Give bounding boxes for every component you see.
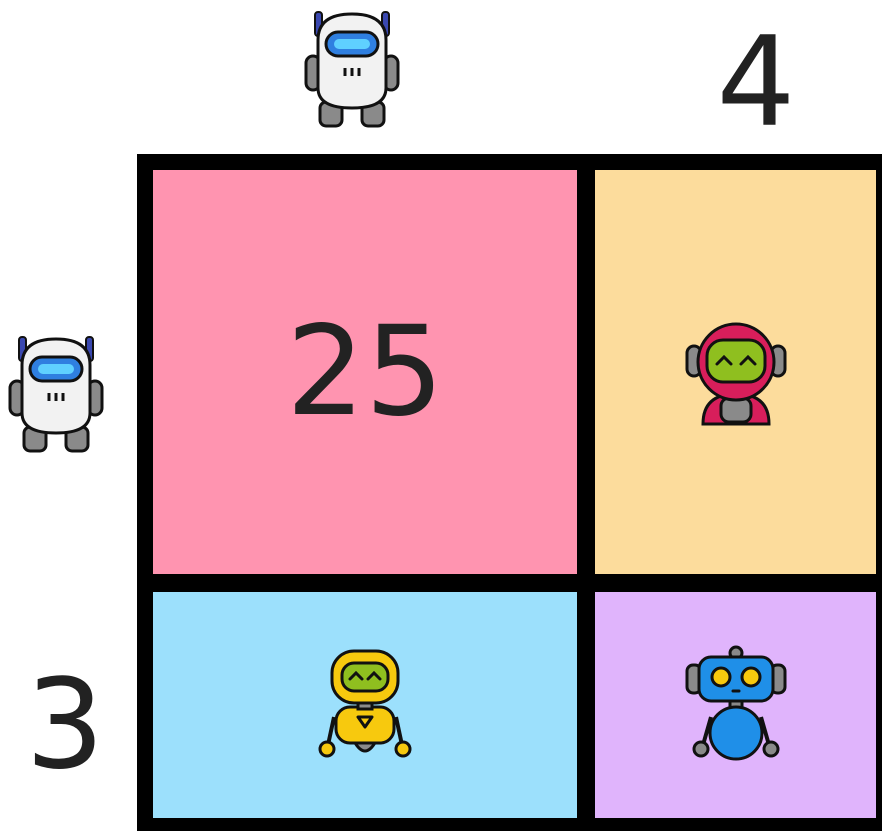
area-model-grid: 25 bbox=[137, 154, 882, 831]
row-count-label: 3 bbox=[10, 660, 120, 790]
column-count-label: 4 bbox=[700, 18, 812, 148]
grid-cell-bottom-left bbox=[153, 592, 577, 818]
red-robot-icon bbox=[681, 312, 791, 432]
white-robot-icon-column-header bbox=[302, 10, 402, 132]
grid-cell-bottom-right bbox=[595, 592, 876, 818]
cell-product-value: 25 bbox=[286, 310, 444, 434]
grid-cell-top-left: 25 bbox=[153, 170, 577, 574]
blue-robot-icon bbox=[681, 645, 791, 765]
yellow-robot-icon bbox=[310, 645, 420, 765]
white-robot-icon-row-header bbox=[6, 335, 106, 457]
grid-cell-top-right bbox=[595, 170, 876, 574]
